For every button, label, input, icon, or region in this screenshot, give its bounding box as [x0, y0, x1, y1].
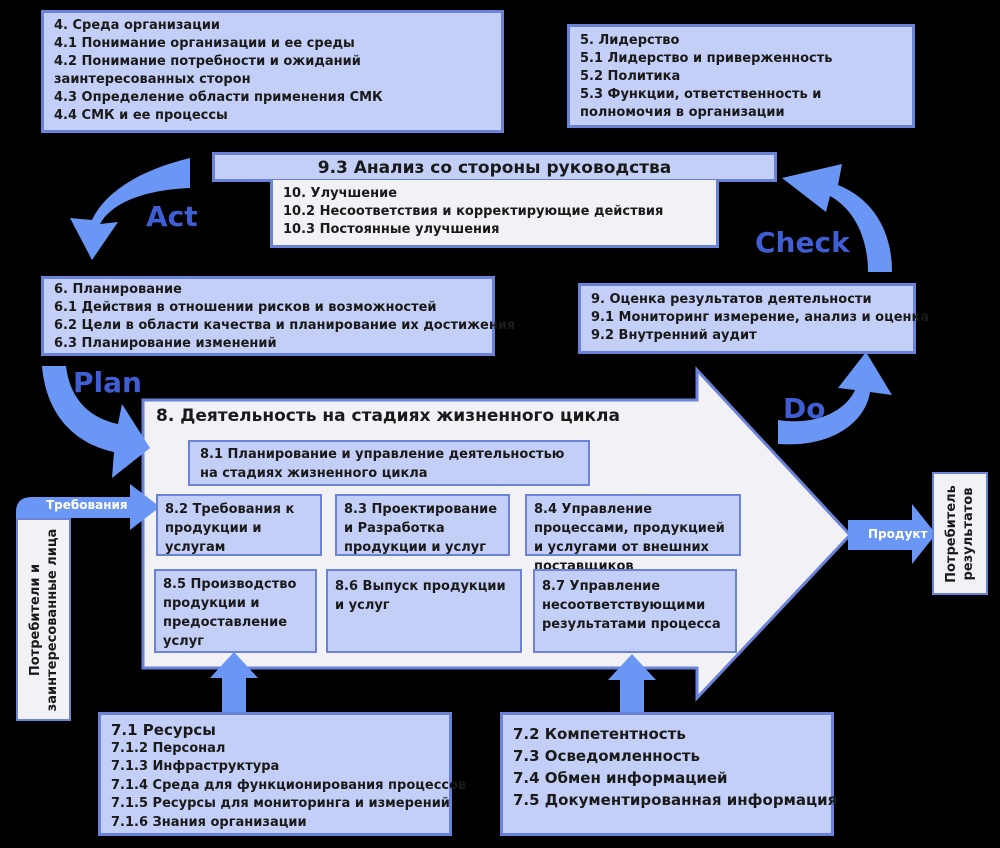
- resources-line: 7.1.5 Ресурсы для мониторинга и измерени…: [111, 796, 450, 811]
- leadership-line: 5.2 Политика: [580, 69, 681, 84]
- competence-line: 7.2 Компетентность: [513, 725, 686, 743]
- planning-line: 6.2 Цели в области качества и планирован…: [54, 318, 516, 333]
- do-label: Do: [783, 392, 826, 425]
- resources-line: 7.1.4 Среда для функционирования процесс…: [111, 777, 467, 793]
- management-review-title: 9.3 Анализ со стороны руководства: [317, 158, 672, 178]
- leadership-line: 5.1 Лидерство и приверженность: [580, 51, 833, 66]
- check-arrow: [782, 164, 892, 272]
- product-arrow: [848, 504, 936, 564]
- context-line: 4.1 Понимание организации и ее среды: [54, 36, 355, 51]
- check-label: Check: [755, 226, 850, 259]
- context-line: 4.2 Понимание потребности и ожиданий заи…: [54, 54, 361, 87]
- stakeholders-box: Потребители и заинтересованные лица: [16, 518, 71, 721]
- planning-line: 6.1 Действия в отношении рисков и возмож…: [54, 300, 437, 315]
- planning-line: 6. Планирование: [54, 282, 182, 297]
- resources-box: 7.1 Ресурсы 7.1.2 Персонал 7.1.3 Инфраст…: [98, 712, 467, 836]
- requirements-label: Требования: [46, 498, 128, 512]
- improvement-line: 10.3 Постоянные улучшения: [283, 222, 500, 237]
- competence-line: 7.3 Осведомленность: [513, 747, 701, 765]
- leadership-line: 5.3 Функции, ответственность и полномочи…: [580, 87, 822, 120]
- context-line: 4.3 Определение области применения СМК: [54, 90, 383, 105]
- competence-line: 7.5 Документированная информация: [513, 791, 838, 809]
- context-box: 4. Среда организации 4.1 Понимание орган…: [41, 10, 504, 133]
- context-line: 4.4 СМК и ее процессы: [54, 108, 228, 123]
- resources-line: 7.1.3 Инфраструктура: [111, 759, 280, 774]
- performance-evaluation-box: 9. Оценка результатов деятельности 9.1 М…: [578, 283, 930, 354]
- leadership-box: 5. Лидерство 5.1 Лидерство и приверженно…: [567, 24, 915, 128]
- performance-line: 9. Оценка результатов деятельности: [591, 292, 872, 307]
- competence-up-arrow: [608, 654, 656, 714]
- resources-line: 7.1.2 Персонал: [111, 740, 226, 756]
- management-review-box: 9.3 Анализ со стороны руководства: [212, 152, 777, 182]
- improvement-box: 10. Улучшение 10.2 Несоответствия и корр…: [270, 180, 719, 248]
- lifecycle-item-8-4: 8.4 Управление процессами, продукцией и …: [525, 494, 741, 574]
- lifecycle-item-8-1: 8.1 Планирование и управление деятельнос…: [188, 440, 590, 486]
- resources-line: 7.1.6 Знания организации: [111, 814, 307, 830]
- context-line: 4. Среда организации: [54, 18, 221, 33]
- lifecycle-item-8-6: 8.6 Выпуск продукции и услуг: [326, 569, 522, 653]
- competence-box: 7.2 Компетентность 7.3 Осведомленность 7…: [500, 712, 838, 836]
- stakeholders-line: Потребители и: [27, 563, 43, 676]
- do-arrow: [778, 352, 892, 445]
- lifecycle-item-8-2: 8.2 Требования к продукции и услугам: [156, 494, 322, 556]
- results-consumer-line: результатов: [961, 487, 976, 580]
- plan-label: Plan: [73, 366, 142, 399]
- lifecycle-item-8-7: 8.7 Управление несоответствующими резуль…: [533, 569, 737, 653]
- leadership-line: 5. Лидерство: [580, 33, 680, 48]
- competence-line: 7.4 Обмен информацией: [513, 769, 728, 787]
- planning-box: 6. Планирование 6.1 Действия в отношении…: [41, 276, 516, 356]
- improvement-line: 10.2 Несоответствия и корректирующие дей…: [283, 204, 664, 219]
- results-consumer-box: Потребитель результатов: [932, 472, 988, 595]
- act-arrow: [70, 158, 190, 260]
- planning-line: 6.3 Планирование изменений: [54, 336, 277, 351]
- product-label: Продукт: [868, 527, 928, 541]
- act-label: Act: [146, 200, 198, 233]
- resources-up-arrow: [210, 652, 258, 714]
- performance-line: 9.1 Мониторинг измерение, анализ и оценк…: [591, 310, 930, 325]
- performance-line: 9.2 Внутренний аудит: [591, 328, 757, 343]
- resources-line: 7.1 Ресурсы: [111, 721, 216, 739]
- stakeholders-line: заинтересованные лица: [44, 528, 60, 711]
- improvement-line: 10. Улучшение: [283, 186, 398, 201]
- lifecycle-item-8-5: 8.5 Производство продукции и предоставле…: [154, 569, 317, 653]
- plan-arrow: [42, 366, 150, 478]
- results-consumer-line: Потребитель: [944, 484, 959, 583]
- lifecycle-title: 8. Деятельность на стадиях жизненного ци…: [156, 406, 620, 426]
- lifecycle-item-8-3: 8.3 Проектирование и Разработка продукци…: [335, 494, 510, 556]
